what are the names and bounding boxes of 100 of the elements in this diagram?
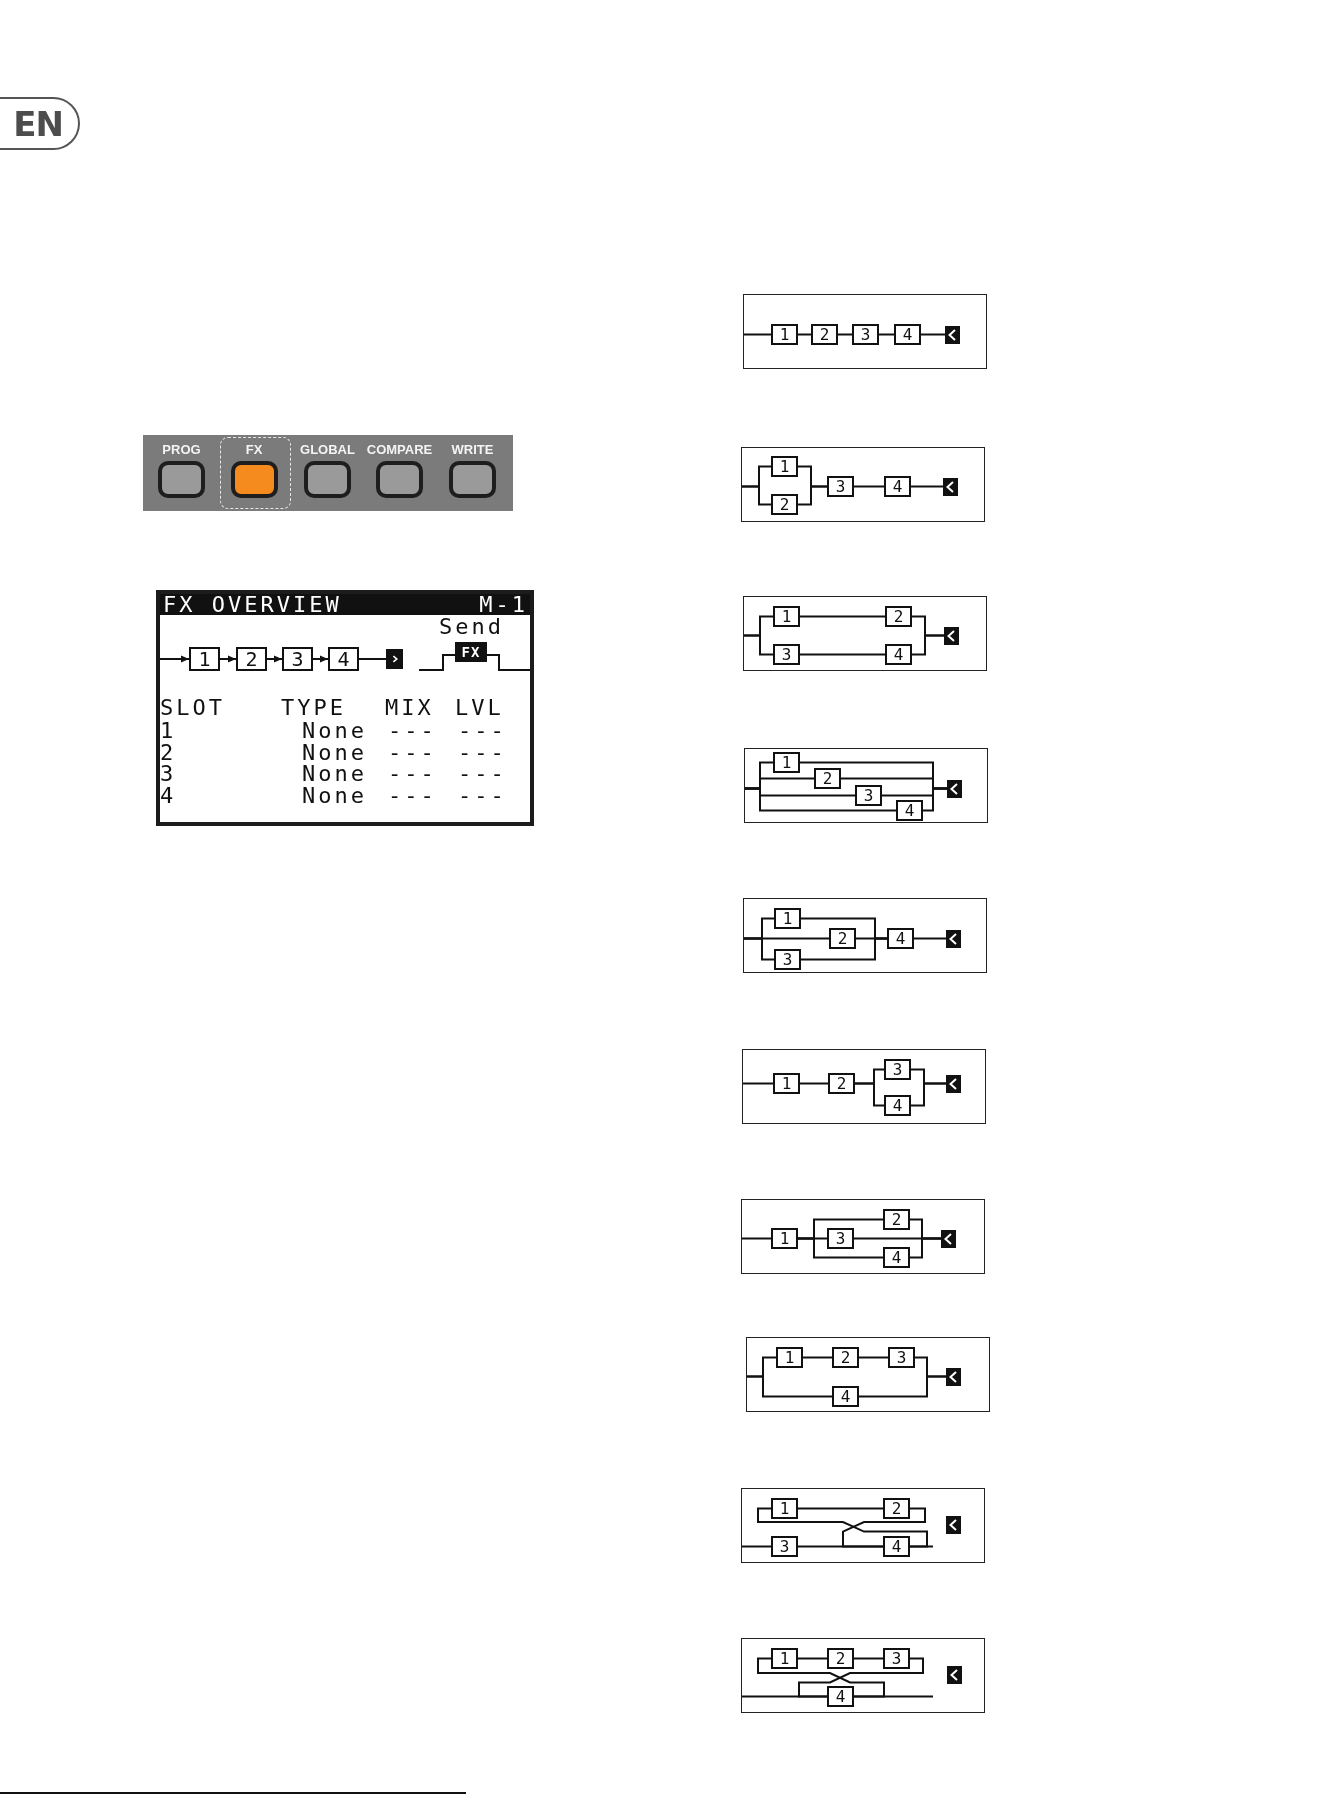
- output-terminal-icon: [947, 1666, 962, 1684]
- effect-slot: 1: [776, 1347, 803, 1368]
- effect-slot: 1: [771, 1648, 798, 1669]
- mix-value: ---: [388, 784, 437, 807]
- output-terminal-icon: [946, 1367, 961, 1386]
- connector-line: [858, 1375, 947, 1398]
- effect-type: None: [302, 741, 367, 764]
- connector-line: [799, 1082, 829, 1085]
- program-number: M-1: [479, 594, 528, 615]
- routing-frame: [746, 1337, 990, 1412]
- output-terminal-icon: [941, 1229, 956, 1248]
- output-terminal-icon: [946, 1074, 961, 1093]
- effect-slot: 4: [884, 476, 911, 497]
- output-terminal-icon: [944, 626, 959, 645]
- level-value: ---: [458, 741, 507, 764]
- effect-slot: 2: [885, 606, 912, 627]
- connector-line: [800, 937, 888, 961]
- connector-line: [909, 1237, 942, 1259]
- column-heading: LVL: [455, 697, 504, 719]
- effect-slot: 4: [328, 647, 359, 671]
- lcd-screen: [156, 590, 534, 826]
- effect-slot: 3: [852, 324, 879, 345]
- effect-slot: 2: [883, 1209, 910, 1230]
- effect-slot: 1: [771, 324, 798, 345]
- connector-line: [797, 333, 812, 336]
- connector-line: [743, 787, 897, 812]
- slot-number: 4: [160, 784, 177, 807]
- connector-line: [742, 634, 774, 656]
- level-value: ---: [458, 763, 507, 785]
- connector-line: [910, 485, 944, 488]
- effect-slot: 4: [885, 644, 912, 665]
- effect-slot: 4: [887, 928, 914, 949]
- column-heading: TYPE: [281, 697, 346, 719]
- effect-slot: 2: [811, 324, 838, 345]
- effect-slot: 1: [771, 456, 798, 477]
- send-label: Send: [439, 616, 504, 638]
- effect-slot: 4: [883, 1247, 910, 1268]
- connector-line: [842, 1507, 926, 1548]
- arrow: [159, 655, 190, 663]
- connector-line: [757, 1657, 885, 1698]
- connector-line: [858, 1356, 889, 1359]
- connector-line: [797, 485, 828, 506]
- button-label: PROG: [162, 441, 201, 458]
- effect-slot: 4: [832, 1386, 859, 1407]
- connector-line: [854, 1082, 885, 1107]
- effect-slot: 1: [189, 647, 220, 671]
- output-terminal-icon: [947, 779, 962, 798]
- level-value: ---: [458, 784, 507, 807]
- effect-slot: 3: [827, 476, 854, 497]
- connector-line: [853, 1657, 884, 1660]
- mix-value: ---: [388, 720, 437, 742]
- routing-frame: [743, 898, 987, 973]
- effect-type: None: [302, 720, 367, 742]
- effect-slot: 1: [773, 752, 800, 773]
- effect-slot: 1: [771, 1228, 798, 1249]
- connector-line: [740, 1545, 772, 1548]
- effect-slot: 2: [236, 647, 267, 671]
- connector-line: [910, 1082, 947, 1107]
- effect-slot: 4: [884, 1095, 911, 1116]
- connector-line: [878, 333, 895, 336]
- routing-frame: [742, 1049, 986, 1124]
- slot-number: 3: [160, 763, 177, 785]
- effect-slot: 3: [282, 647, 313, 671]
- output-terminal-icon: [946, 929, 961, 948]
- language-tab: EN: [0, 97, 80, 150]
- effect-slot: 4: [894, 324, 921, 345]
- connector-line: [797, 1237, 884, 1259]
- connector-line: [358, 658, 387, 660]
- effect-slot: 3: [883, 1648, 910, 1669]
- connector-line: [745, 1375, 833, 1398]
- connector-line: [757, 1507, 928, 1548]
- effect-slot: 2: [828, 1073, 855, 1094]
- effect-slot: 3: [771, 1536, 798, 1557]
- button-panel: [143, 435, 513, 511]
- effect-slot: 4: [827, 1686, 854, 1707]
- connector-line: [853, 485, 885, 488]
- connector-line: [740, 1237, 772, 1240]
- routing-frame: [743, 596, 987, 671]
- output-terminal-icon: [946, 1516, 961, 1534]
- effect-slot: 1: [773, 1073, 800, 1094]
- effect-slot: 3: [774, 949, 801, 970]
- effect-slot: 1: [774, 908, 801, 929]
- effect-slot: 2: [771, 494, 798, 515]
- effect-slot: 4: [896, 800, 923, 821]
- connector-line: [922, 787, 948, 812]
- effect-slot: 2: [827, 1648, 854, 1669]
- routing-frame: [741, 1199, 985, 1274]
- effect-type: None: [302, 784, 367, 807]
- connector-line: [837, 333, 853, 336]
- connector-line: [802, 1356, 833, 1359]
- arrow: [312, 655, 329, 663]
- button-label: WRITE: [451, 441, 494, 458]
- connector-line: [797, 1657, 828, 1660]
- button-label: COMPARE: [366, 441, 433, 458]
- effect-slot: 3: [827, 1228, 854, 1249]
- routing-frame: [744, 748, 988, 823]
- connector-line: [853, 1695, 934, 1698]
- button-label: FX: [245, 441, 263, 458]
- effect-type: None: [302, 763, 367, 785]
- effect-slot: 1: [771, 1498, 798, 1519]
